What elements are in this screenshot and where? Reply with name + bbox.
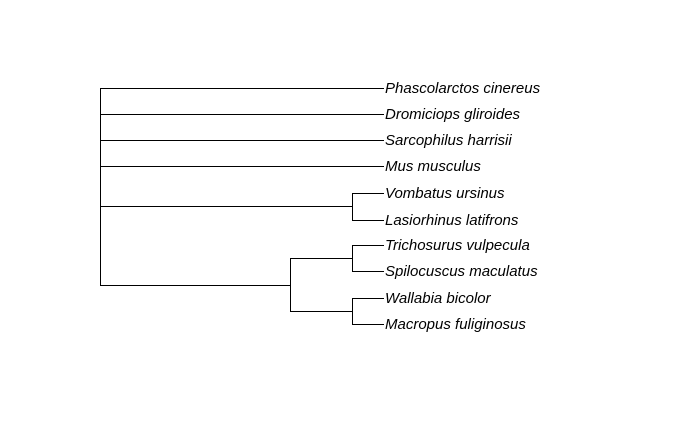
tip-label: Dromiciops gliroides [385,106,521,123]
tip-label: Macropus fuliginosus [385,316,526,333]
tip-label: Sarcophilus harrisii [385,132,512,149]
tip-label: Lasiorhinus latifrons [385,212,519,229]
tip-label: Trichosurus vulpecula [385,237,530,254]
tree-branches [100,88,384,325]
tip-label: Phascolarctos cinereus [385,80,541,97]
tip-label: Wallabia bicolor [385,290,492,307]
tip-label: Mus musculus [385,158,481,175]
tip-label: Spilocuscus maculatus [385,263,538,280]
tip-labels: Phascolarctos cinereus Dromiciops gliroi… [385,80,541,333]
tip-label: Vombatus ursinus [385,185,505,202]
